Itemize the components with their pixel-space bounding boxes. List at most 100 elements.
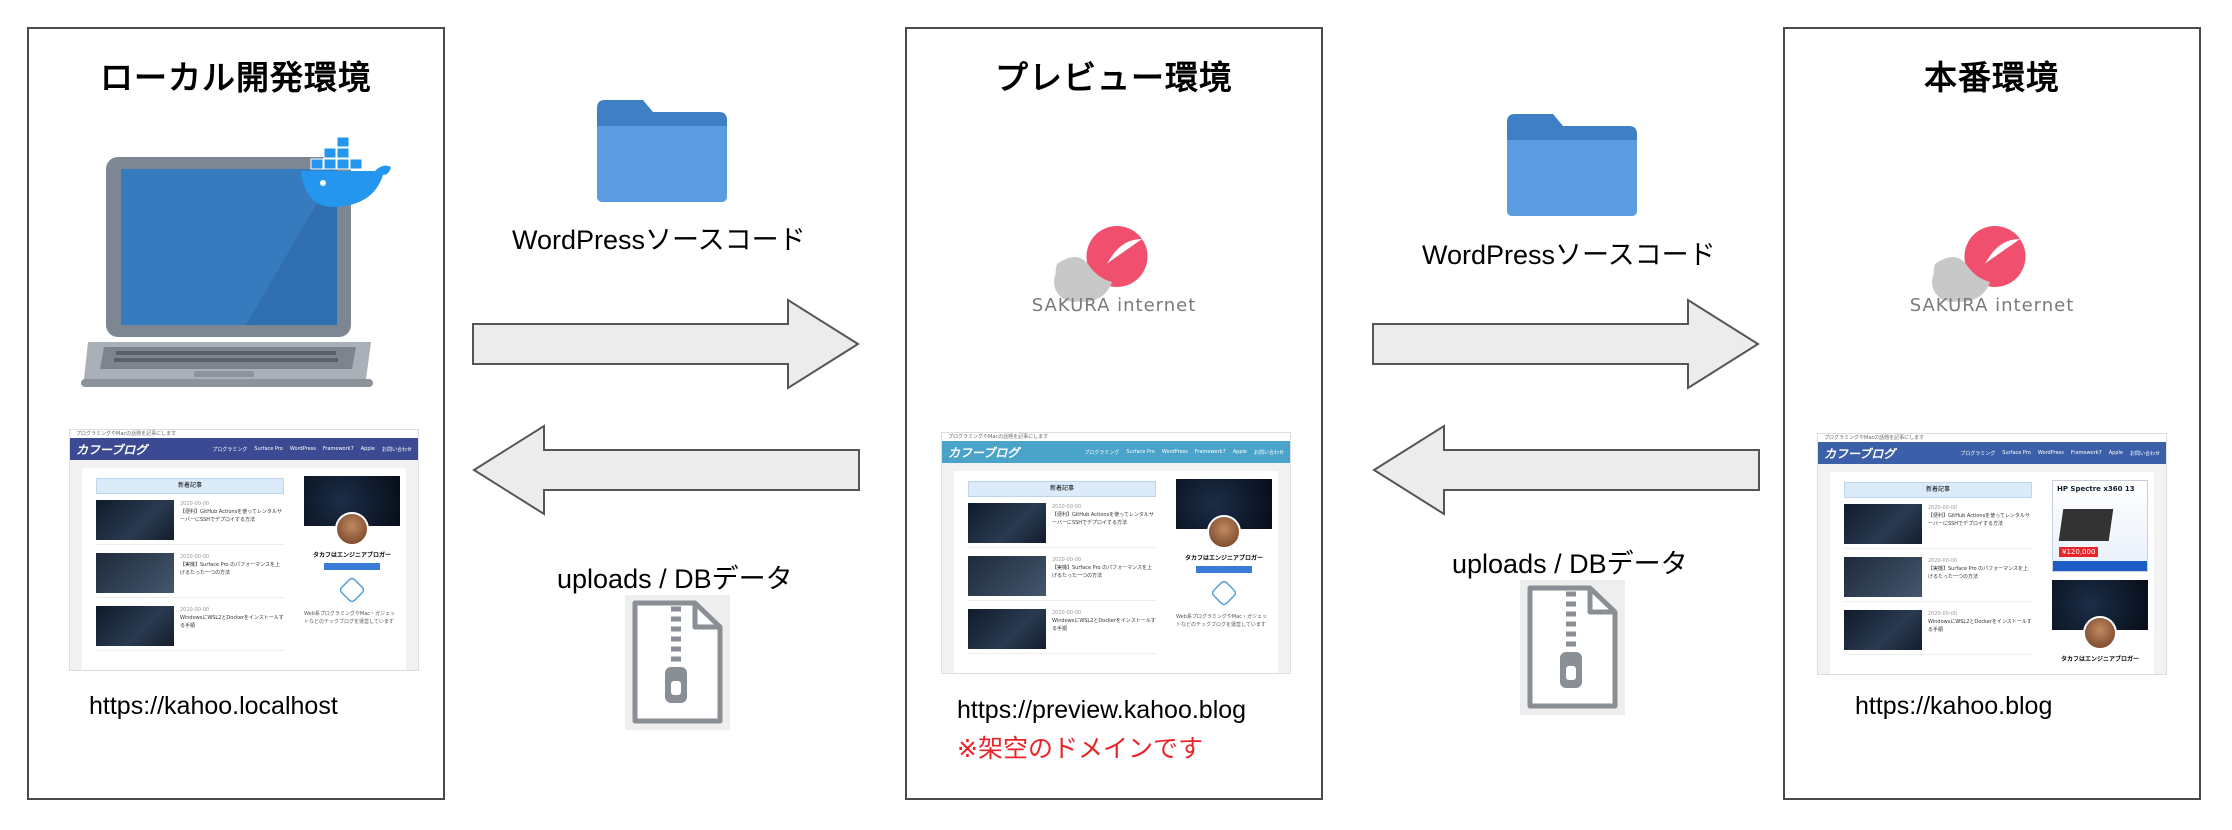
flow-label: uploads / DBデータ <box>1452 549 1688 579</box>
site-nav: プログラミング Surface Pro WordPress Framework7… <box>1960 450 2160 457</box>
post-date: 2020-00-00 <box>180 607 210 613</box>
nav-item: Apple <box>2108 449 2123 456</box>
right-arrow <box>1372 298 1760 390</box>
zip-file-icon <box>625 595 730 730</box>
sakura-logo-text: SAKURA internet <box>1031 295 1197 316</box>
fictional-domain-note: ※架空のドメインです <box>957 734 1203 763</box>
post-date: 2020-00-00 <box>1052 504 1082 510</box>
ad-price: ¥120,000 <box>2059 547 2099 557</box>
post-title: WindowsにWSL2とDockerをインストールする手順 <box>1928 619 2032 633</box>
nav-item: Framework7 <box>1194 448 1226 455</box>
list-item: 2020-00-00 【便利】GitHub Actionsを使ってレンタルサーバー… <box>96 500 284 545</box>
panel-production: 本番環境 SAKURA internet プログラミングやMacの話題を記事にし… <box>1783 27 2201 800</box>
site-logo: カフーブログ <box>76 442 148 457</box>
main-column: 新着記事 2020-00-00【便利】GitHub Actionsを使ってレンタ… <box>1830 472 2046 674</box>
post-title: 【便利】GitHub Actionsを使ってレンタルサーバーにSSHでデプロイす… <box>180 509 282 523</box>
list-item: 2020-00-00【実機】Surface Pro のパフォーマンスを上げるたっ… <box>96 553 284 598</box>
site-nav: プログラミング Surface Pro WordPress Framework7… <box>1084 449 1284 456</box>
post-date: 2020-00-00 <box>1928 558 1958 564</box>
avatar <box>1207 515 1241 549</box>
left-arrow <box>472 424 860 516</box>
flow-label: uploads / DBデータ <box>557 564 793 594</box>
flow-label: WordPressソースコード <box>1422 240 1716 270</box>
nav-item: Framework7 <box>2070 449 2102 456</box>
follow-button <box>1196 566 1252 573</box>
avatar <box>335 512 369 546</box>
site-logo: カフーブログ <box>948 445 1020 460</box>
site-header: カフーブログ プログラミング Surface Pro WordPress Fra… <box>1818 442 2166 464</box>
post-thumbnail <box>96 500 174 540</box>
environment-url: https://kahoo.blog <box>1855 692 2053 720</box>
post-text: 2020-00-00 【便利】GitHub Actionsを使ってレンタルサーバー… <box>180 500 284 544</box>
blog-screenshot: プログラミングやMacの話題を記事にします カフーブログ プログラミング Sur… <box>1817 433 2167 675</box>
list-item: 2020-00-00 【便利】GitHub Actionsを使ってレンタルサーバー… <box>968 503 1156 548</box>
badge-icon <box>338 576 366 604</box>
nav-item: プログラミング <box>1084 449 1120 456</box>
post-date: 2020-00-00 <box>180 501 210 507</box>
post-thumbnail <box>96 606 174 646</box>
nav-item: WordPress <box>289 445 316 452</box>
post-title: 【実機】Surface Pro のパフォーマンスを上げるたった一つの方法 <box>180 562 281 576</box>
folder-icon <box>1507 114 1637 216</box>
left-arrow <box>1372 424 1760 516</box>
blog-screenshot: プログラミングやMacの話題を記事にします カフーブログ プログラミング Sur… <box>69 429 419 671</box>
post-thumbnail <box>1844 610 1922 650</box>
flow-label: WordPressソースコード <box>512 225 806 255</box>
ad-bar <box>2053 561 2147 571</box>
sidebar: HP Spectre x360 13 ¥120,000 タカフはエンジニアブロガ… <box>2046 472 2154 674</box>
profile-name: タカフはエンジニアブロガー <box>312 552 391 559</box>
nav-item: プログラミング <box>1960 450 1996 457</box>
site-nav: プログラミング Surface Pro WordPress Framework7… <box>212 446 412 453</box>
environment-url: https://preview.kahoo.blog <box>957 696 1247 724</box>
site-tagline: プログラミングやMacの話題を記事にします <box>1818 434 2166 442</box>
laptop-image <box>2058 509 2114 541</box>
sakura-internet-logo <box>1932 225 2026 302</box>
post-text: 2020-00-00 【便利】GitHub Actionsを使ってレンタルサーバー… <box>1052 503 1156 547</box>
post-title: 【便利】GitHub Actionsを使ってレンタルサーバーにSSHでデプロイす… <box>1928 513 2030 527</box>
ad-title: HP Spectre x360 13 <box>2057 485 2135 493</box>
post-text: 2020-00-00【実機】Surface Pro のパフォーマンスを上げるたっ… <box>1052 556 1156 600</box>
post-text: 2020-00-00 【便利】GitHub Actionsを使ってレンタルサーバー… <box>1928 504 2032 548</box>
site-tagline: プログラミングやMacの話題を記事にします <box>942 433 1290 441</box>
folder-icon <box>597 100 727 202</box>
sakura-internet-logo <box>1054 225 1148 302</box>
post-text: 2020-00-00 【実機】Surface Pro のパフォーマンスを上げるたっ… <box>1928 557 2032 601</box>
post-date: 2020-00-00 <box>1928 505 1958 511</box>
nav-item: Framework7 <box>322 445 354 452</box>
post-thumbnail <box>96 553 174 593</box>
section-title: 新着記事 <box>96 478 284 494</box>
post-title: 【実機】Surface Pro のパフォーマンスを上げるたった一つの方法 <box>1052 565 1153 579</box>
sakura-logo-text: SAKURA internet <box>1909 295 2075 316</box>
profile-text: Web系プログラミングやMac・ガジェットなどのテックブログを運営しています <box>1176 614 1268 628</box>
main-column: 新着記事 2020-00-00【便利】GitHub Actionsを使ってレンタ… <box>954 471 1170 673</box>
site-logo: カフーブログ <box>1824 446 1896 461</box>
post-title: 【便利】GitHub Actionsを使ってレンタルサーバーにSSHでデプロイす… <box>1052 512 1154 526</box>
post-thumbnail <box>968 556 1046 596</box>
right-arrow <box>472 298 860 390</box>
follow-button <box>324 563 380 570</box>
zip-file-icon <box>1520 580 1625 715</box>
site-tagline: プログラミングやMacの話題を記事にします <box>70 430 418 438</box>
sidebar: タカフはエンジニアブロガー Web系プログラミングやMac・ガジェットなどのテッ… <box>298 468 406 670</box>
post-title: WindowsにWSL2とDockerをインストールする手順 <box>180 615 284 629</box>
nav-item: プログラミング <box>212 446 248 453</box>
site-header: カフーブログ プログラミング Surface Pro WordPress Fra… <box>942 441 1290 463</box>
avatar <box>2083 616 2117 650</box>
post-thumbnail <box>1844 504 1922 544</box>
nav-item: お問い合わせ <box>381 446 412 453</box>
blog-screenshot: プログラミングやMacの話題を記事にします カフーブログ プログラミング Sur… <box>941 432 1291 674</box>
nav-item: Apple <box>1232 448 1247 455</box>
advertisement-banner: HP Spectre x360 13 ¥120,000 <box>2052 480 2148 572</box>
laptop-with-docker-icon <box>81 136 391 387</box>
list-item: 2020-00-00 【実機】Surface Pro のパフォーマンスを上げるたっ… <box>1844 557 2032 602</box>
nav-item: お問い合わせ <box>2129 450 2160 457</box>
panel-local: ローカル開発環境 プログラミングやMacの話題を記事にします カフーブログ <box>27 27 445 800</box>
post-thumbnail <box>1844 557 1922 597</box>
post-title: 【実機】Surface Pro のパフォーマンスを上げるたった一つの方法 <box>1928 566 2029 580</box>
nav-item: Apple <box>360 445 375 452</box>
nav-item: Surface Pro <box>2002 449 2031 456</box>
